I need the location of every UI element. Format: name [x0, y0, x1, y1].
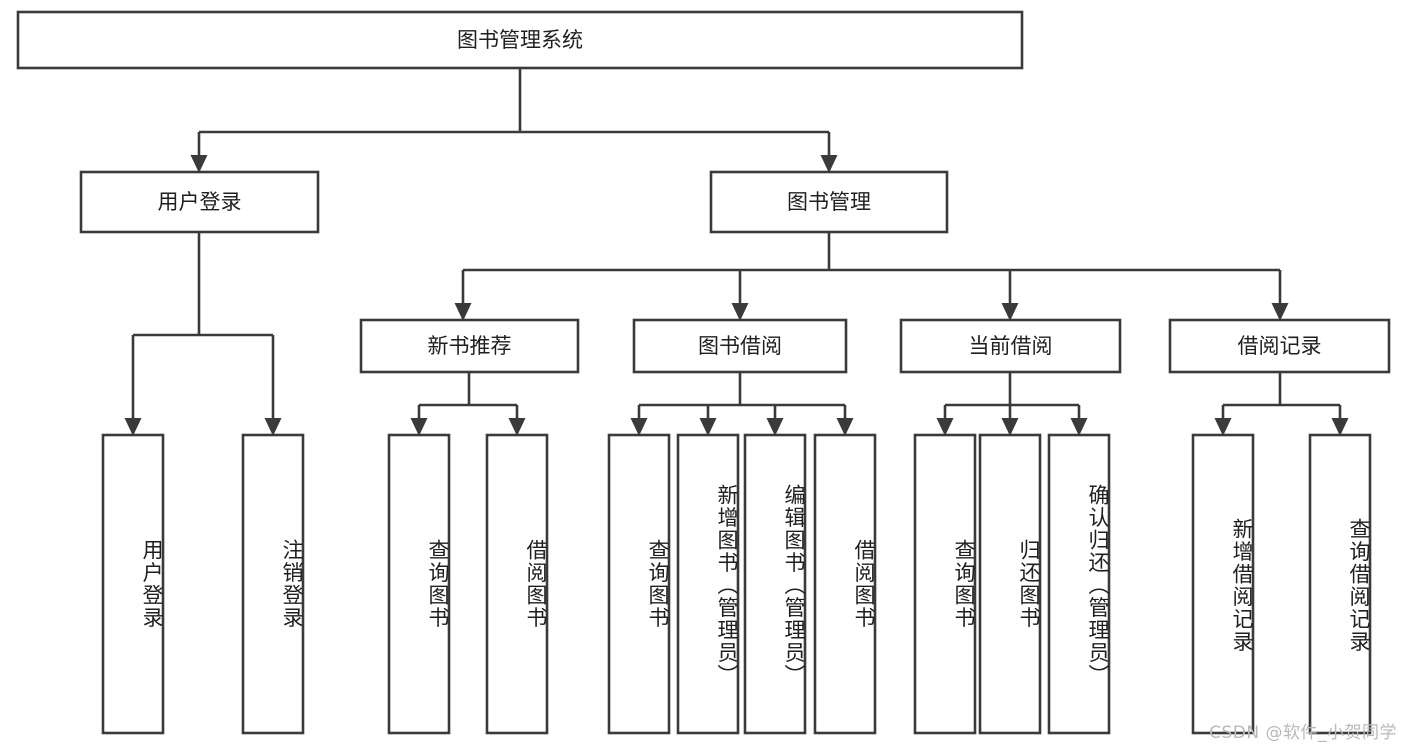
node-leaf-borrow-record-2[interactable] — [1308, 433, 1372, 735]
node-borrow-record-label: 借阅记录 — [1238, 334, 1322, 358]
arrow-icon-user-login-1 — [124, 418, 142, 436]
node-leaf-new-book-2[interactable] — [485, 433, 549, 735]
arrow-icon-current-borrow-1 — [936, 418, 954, 436]
node-leaf-user-login-1[interactable] — [101, 433, 165, 735]
node-leaf-book-borrow-2[interactable] — [676, 433, 740, 735]
arrow-icon-root-to-book-mgmt — [820, 155, 838, 173]
arrow-icon-book-mgmt-1 — [454, 303, 472, 321]
connector-group-borrow-record — [1214, 372, 1349, 436]
node-book-borrow-label: 图书借阅 — [698, 334, 782, 358]
connector-group-book-mgmt — [454, 232, 1289, 321]
node-user-login[interactable] — [79, 170, 320, 234]
node-leaf-current-borrow-2[interactable] — [978, 433, 1042, 735]
arrow-icon-book-mgmt-2 — [731, 303, 749, 321]
node-new-book-recommend[interactable] — [359, 318, 580, 374]
node-user-login-label: 用户登录 — [158, 190, 242, 214]
arrow-icon-root-to-user-login — [190, 155, 208, 173]
node-leaf-user-login-2[interactable] — [241, 433, 305, 735]
node-root-label: 图书管理系统 — [457, 28, 583, 52]
arrow-icon-book-borrow-1 — [630, 418, 648, 436]
node-current-borrow[interactable] — [899, 318, 1122, 374]
arrow-icon-book-borrow-3 — [766, 418, 784, 436]
node-book-management-label: 图书管理 — [787, 190, 871, 214]
node-leaf-book-borrow-1[interactable] — [607, 433, 671, 735]
node-leaf-new-book-1[interactable] — [387, 433, 451, 735]
node-leaf-current-borrow-3[interactable] — [1047, 433, 1111, 735]
arrow-icon-borrow-record-2 — [1331, 418, 1349, 436]
arrow-icon-new-book-2 — [508, 418, 526, 436]
arrow-icon-book-mgmt-3 — [1001, 303, 1019, 321]
node-root[interactable] — [16, 10, 1024, 70]
arrow-icon-new-book-1 — [410, 418, 428, 436]
arrow-icon-book-borrow-2 — [699, 418, 717, 436]
node-book-borrow[interactable] — [632, 318, 848, 374]
node-leaf-borrow-record-1[interactable] — [1191, 433, 1255, 735]
node-current-borrow-label: 当前借阅 — [969, 334, 1053, 358]
node-leaf-book-borrow-3[interactable] — [743, 433, 807, 735]
arrow-icon-current-borrow-3 — [1070, 418, 1088, 436]
node-new-book-recommend-label: 新书推荐 — [428, 334, 512, 358]
csdn-watermark: CSDN @软件_小贺同学 — [1209, 723, 1397, 743]
connector-group-root — [190, 68, 838, 173]
connector-group-book-borrow — [630, 372, 854, 436]
node-book-management[interactable] — [709, 170, 949, 234]
node-leaf-current-borrow-1[interactable] — [913, 433, 977, 735]
connector-group-new-book — [410, 372, 526, 436]
arrow-icon-user-login-2 — [264, 418, 282, 436]
connector-group-user-login — [124, 232, 282, 436]
arrow-icon-current-borrow-2 — [1001, 418, 1019, 436]
connector-group-current-borrow — [936, 372, 1088, 436]
node-borrow-record[interactable] — [1168, 318, 1391, 374]
arrow-icon-book-borrow-4 — [836, 418, 854, 436]
arrow-icon-book-mgmt-4 — [1271, 303, 1289, 321]
node-leaf-book-borrow-4[interactable] — [813, 433, 877, 735]
arrow-icon-borrow-record-1 — [1214, 418, 1232, 436]
